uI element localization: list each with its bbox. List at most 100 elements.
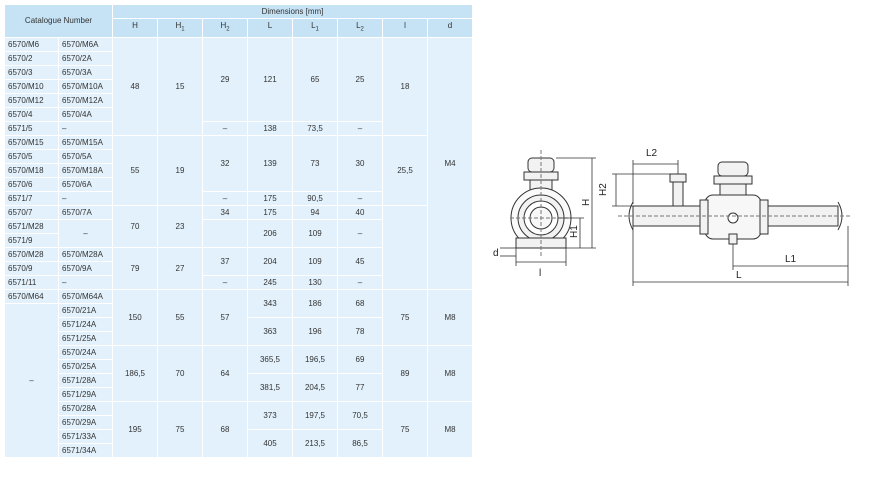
catalogue-number-cell: 6570/2 <box>4 50 59 66</box>
catalogue-number-cell: 6570/M6A <box>58 36 113 52</box>
table-row: 6571/34A <box>5 442 473 458</box>
catalogue-number-cell: 6570/M28 <box>4 246 59 262</box>
column-header: H1 <box>157 18 203 38</box>
catalogue-number-cell: 6570/5 <box>4 148 59 164</box>
dimension-d: M8 <box>427 288 473 346</box>
dimension-l1: 65 <box>292 36 338 122</box>
dimension-h2: 32 <box>202 134 248 192</box>
catalogue-number-cell: 6571/9 <box>4 232 59 248</box>
dimension-h1: 75 <box>157 400 203 458</box>
dimension-h: 48 <box>112 36 158 136</box>
dim-label-h: H <box>581 199 592 206</box>
catalogue-number-cell: 6570/M10A <box>58 78 113 94</box>
dimension-d: M8 <box>427 344 473 402</box>
column-header: d <box>427 18 473 38</box>
catalogue-number-cell: 6571/11 <box>4 274 59 290</box>
valve-side-view <box>510 150 572 258</box>
dim-label-l: l <box>539 268 541 279</box>
dimension-h2: 37 <box>202 246 248 276</box>
catalogue-number-cell: 6570/4 <box>4 106 59 122</box>
catalogue-number-cell: 6570/21A <box>58 302 113 318</box>
column-header: L2 <box>337 18 383 38</box>
catalogue-number-cell: – <box>4 302 59 458</box>
dimension-l1: 73 <box>292 134 338 192</box>
catalogue-number-cell: 6570/29A <box>58 414 113 430</box>
dim-label-d: d <box>493 248 499 259</box>
dimension-h1: 23 <box>157 204 203 248</box>
dimension-h: 150 <box>112 288 158 346</box>
dimension-h2: – <box>202 120 248 136</box>
catalogue-number-header: Catalogue Number <box>4 4 113 38</box>
dimension-l1: 90,5 <box>292 190 338 206</box>
dimension-l2: 25 <box>337 36 383 122</box>
dimension-l1: 186 <box>292 288 338 318</box>
catalogue-number-cell: 6571/25A <box>58 330 113 346</box>
dimension-d: M4 <box>427 36 473 290</box>
dimension-l-small: 18 <box>382 36 428 136</box>
catalogue-number-cell: 6570/3 <box>4 64 59 80</box>
dimension-l-small: 89 <box>382 344 428 402</box>
dimension-l: 139 <box>247 134 293 192</box>
dimension-l: 373 <box>247 400 293 430</box>
dimension-l: 175 <box>247 190 293 206</box>
catalogue-number-cell: 6570/28A <box>58 400 113 416</box>
catalogue-number-cell: 6570/M12 <box>4 92 59 108</box>
dimension-l2: 86,5 <box>337 428 383 458</box>
catalogue-number-cell: 6570/2A <box>58 50 113 66</box>
catalogue-number-cell: 6571/M28 <box>4 218 59 234</box>
catalogue-number-cell: 6571/34A <box>58 442 113 458</box>
dimension-l1: 213,5 <box>292 428 338 458</box>
catalogue-number-cell: 6570/4A <box>58 106 113 122</box>
dimension-l2: 68 <box>337 288 383 318</box>
dimension-l: 245 <box>247 274 293 290</box>
dimension-h2: 68 <box>202 400 248 458</box>
dimension-l1: 196,5 <box>292 344 338 374</box>
dimension-l-small: 25,5 <box>382 134 428 206</box>
dimension-l2: – <box>337 274 383 290</box>
column-header: L <box>247 18 293 38</box>
dimension-l2: 69 <box>337 344 383 374</box>
catalogue-number-cell: 6571/29A <box>58 386 113 402</box>
dimension-h2: 29 <box>202 36 248 122</box>
dimension-l1: 109 <box>292 246 338 276</box>
catalogue-number-cell: 6570/M64 <box>4 288 59 304</box>
catalogue-number-cell: 6571/5 <box>4 120 59 136</box>
dimension-h1: 19 <box>157 134 203 206</box>
dim-label-h1: H1 <box>569 225 580 238</box>
dimension-h: 55 <box>112 134 158 206</box>
catalogue-number-cell: 6570/7 <box>4 204 59 220</box>
catalogue-number-cell: 6571/7 <box>4 190 59 206</box>
dimension-h2: – <box>202 190 248 206</box>
dimension-l2: 40 <box>337 204 383 220</box>
column-header: H <box>112 18 158 38</box>
catalogue-number-cell: 6570/M12A <box>58 92 113 108</box>
dimension-l2: – <box>337 120 383 136</box>
column-header: l <box>382 18 428 38</box>
catalogue-number-cell: 6570/25A <box>58 358 113 374</box>
catalogue-number-cell: 6570/M18 <box>4 162 59 178</box>
catalogue-number-cell: 6570/3A <box>58 64 113 80</box>
dimension-h: 186,5 <box>112 344 158 402</box>
dimension-h: 195 <box>112 400 158 458</box>
dimension-l2: – <box>337 190 383 206</box>
catalogue-number-cell: – <box>58 218 113 248</box>
dimension-h1: 15 <box>157 36 203 136</box>
table-row: 6571/9 <box>4 232 473 248</box>
dimension-h2: – <box>202 274 248 290</box>
catalogue-number-cell: 6570/M15 <box>4 134 59 150</box>
